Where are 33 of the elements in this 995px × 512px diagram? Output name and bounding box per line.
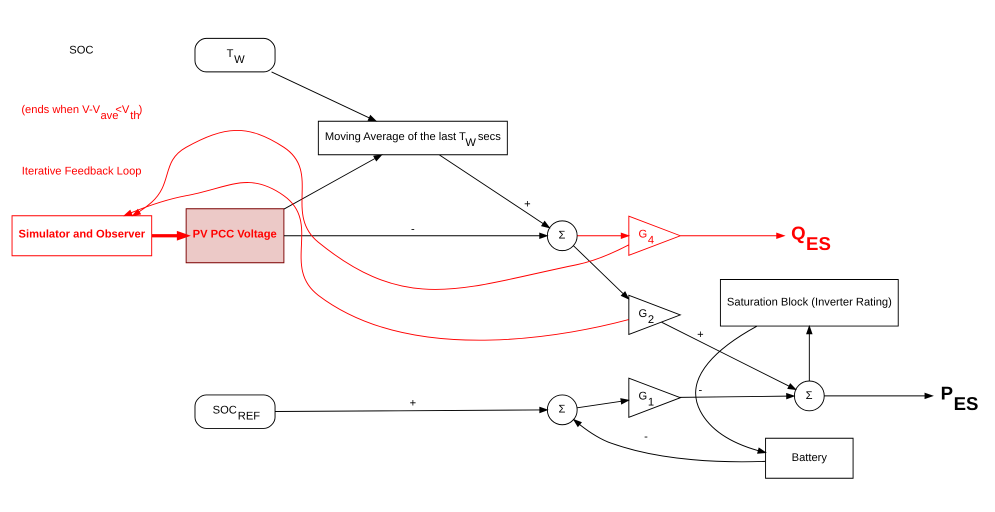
arrow: [284, 232, 549, 240]
node-box: Saturation Block (Inverter Rating): [720, 279, 899, 327]
arrow: [274, 406, 549, 414]
edge-label: -: [644, 431, 648, 444]
arrow: [680, 232, 786, 240]
node-circle: Σ: [794, 380, 825, 412]
node-circle: Σ: [546, 220, 578, 252]
node-box: Simulator and Observer: [12, 215, 152, 256]
node-circle: Σ: [546, 394, 578, 426]
arrow: [271, 71, 378, 122]
edge-label: -: [698, 384, 702, 397]
arrow: [661, 322, 797, 390]
arrow: [284, 154, 383, 210]
arrow: [806, 324, 813, 382]
arrow: [122, 182, 630, 341]
arrow: [824, 392, 934, 400]
arrow: [438, 154, 551, 229]
label: SOC: [69, 44, 94, 56]
arrow: [576, 398, 630, 408]
edge-label: +: [524, 198, 531, 210]
arrow: [572, 418, 766, 462]
arrow: [679, 392, 796, 400]
arrow: [695, 326, 767, 454]
arrow: [152, 230, 191, 241]
label: Iterative Feedback Loop: [22, 165, 142, 178]
node-box: Battery: [765, 438, 854, 479]
arrow: [577, 232, 630, 240]
node-box: PV PCC Voltage: [186, 208, 284, 264]
arrow: [573, 245, 630, 300]
edge-label: +: [697, 328, 704, 341]
edge-label: +: [410, 398, 416, 410]
edge-label: -: [410, 224, 415, 236]
arrow: [132, 130, 630, 290]
